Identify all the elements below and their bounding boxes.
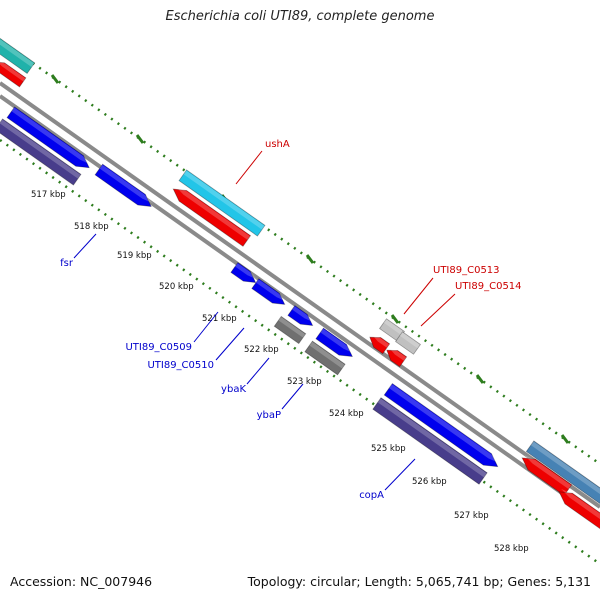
gene-label: UTI89_C0509 (125, 342, 192, 353)
upper-tick-mark (305, 254, 315, 264)
gene-steel-partial (525, 440, 600, 516)
gene-leader-line (384, 458, 416, 491)
gene-leader-line (235, 150, 263, 185)
tick-label: 523 kbp (287, 377, 322, 387)
tick-label: 519 kbp (117, 251, 152, 261)
gene-label: UTI89_C0513 (433, 265, 500, 276)
gene-label: fsr (60, 258, 74, 269)
tick-label: 522 kbp (244, 345, 279, 355)
gene-copA-dark (372, 397, 488, 485)
gene-leader-line (246, 357, 270, 385)
tick-track-lower (0, 138, 600, 566)
tick-label: 525 kbp (371, 444, 406, 454)
tick-label: 524 kbp (329, 409, 364, 419)
gene-copA-blue (383, 383, 500, 468)
gene-ybaK-gray (273, 315, 307, 345)
gene-label: ushA (265, 139, 290, 150)
gene-ybaP-blue (315, 327, 355, 358)
gene-C0509 (230, 262, 258, 283)
gene-leader-line (281, 383, 304, 410)
tick-track-upper (0, 38, 600, 466)
tick-label: 521 kbp (202, 314, 237, 324)
gene-ybaP-gray (304, 340, 346, 376)
gene-blue-1 (6, 106, 92, 169)
upper-tick-mark (50, 74, 60, 84)
gene-blue-dark-1 (0, 118, 82, 186)
upper-tick-mark (475, 374, 485, 384)
gene-label: ybaP (257, 410, 281, 421)
gene-leader-line (420, 293, 456, 327)
tick-label: 518 kbp (74, 222, 109, 232)
gene-C0510 (251, 278, 287, 305)
gene-ushA-cyan (178, 169, 266, 237)
gene-C0514-gray (394, 331, 422, 355)
upper-tick-mark (560, 434, 570, 444)
tick-label: 527 kbp (454, 511, 489, 521)
gene-red-partial (0, 59, 27, 88)
upper-tick-mark (135, 134, 145, 144)
backbone-upper (0, 81, 600, 509)
gene-ybaK-a (287, 305, 315, 326)
gene-leader-line (403, 277, 434, 315)
gene-leader-line (73, 233, 97, 259)
tick-label: 528 kbp (494, 544, 529, 554)
gene-fsr (94, 163, 154, 207)
gene-leader-line (193, 311, 219, 343)
gene-cyan-partial (0, 29, 36, 75)
gene-label: copA (359, 490, 384, 501)
genome-stats: Topology: circular; Length: 5,065,741 bp… (247, 574, 591, 589)
tick-label: 526 kbp (412, 477, 447, 487)
tick-label: 517 kbp (31, 190, 66, 200)
gene-C0514-red (386, 347, 408, 368)
tick-label: 520 kbp (159, 282, 194, 292)
gene-label: ybaK (221, 384, 246, 395)
gene-label: UTI89_C0510 (147, 360, 214, 371)
upper-tick-mark (390, 314, 400, 324)
gene-red-lower-2 (558, 488, 600, 531)
gene-C0513-red (369, 334, 391, 355)
map-title: Escherichia coli UTI89, complete genome (165, 9, 435, 24)
accession-label: Accession: NC_007946 (10, 574, 153, 589)
backbone-lower (0, 94, 600, 522)
gene-leader-line (215, 327, 245, 361)
gene-label: UTI89_C0514 (455, 281, 522, 292)
gene-ushA-red (172, 186, 252, 247)
